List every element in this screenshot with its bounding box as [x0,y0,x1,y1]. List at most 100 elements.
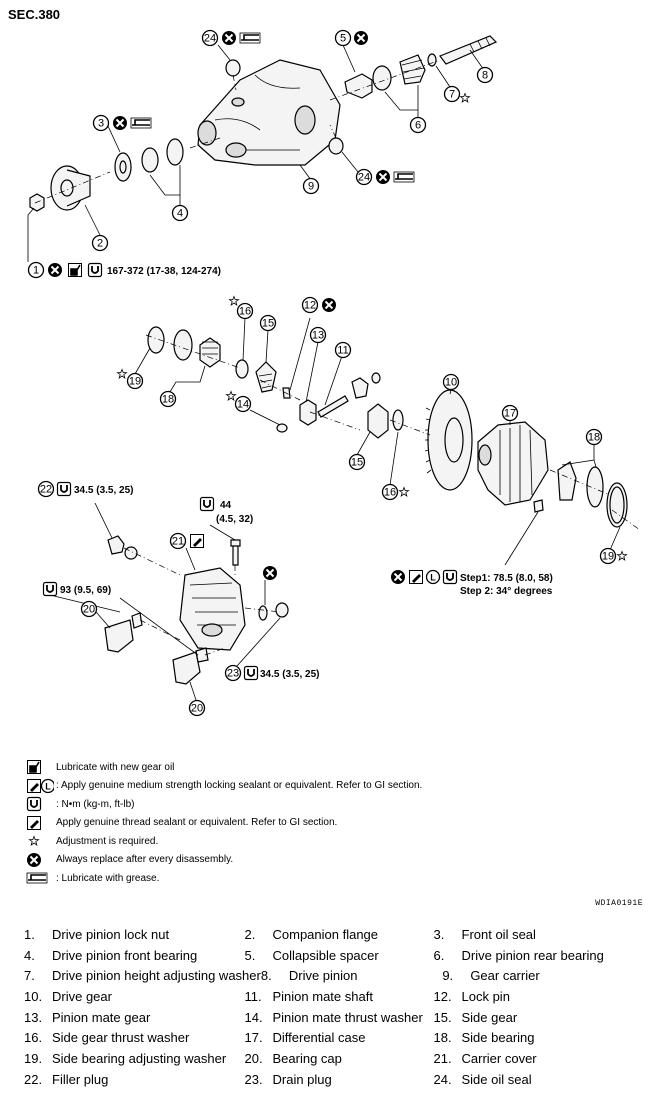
grease-icon [26,872,48,885]
torque-wrench-icon [243,665,259,681]
oil-can-icon [67,262,83,278]
parts-row: 7.Drive pinion height adjusting washer 8… [24,965,654,986]
callout-13: 13 [309,326,327,344]
part-item: 3.Front oil seal [433,926,536,942]
part-item: 7.Drive pinion height adjusting washer [24,968,261,984]
svg-text:15: 15 [262,318,274,330]
part-item: 12.Lock pin [433,988,510,1004]
svg-text:16: 16 [239,306,251,318]
replace-x-icon [221,30,237,46]
callout-16b: 16 [381,483,399,501]
replace-x-icon [47,262,63,278]
torque-21b: (4.5, 32) [216,514,253,525]
locking-sealant-icon [409,570,423,584]
svg-text:20: 20 [83,604,95,616]
callout-15b: 15 [348,453,366,471]
part-item: 10.Drive gear [24,988,112,1004]
exploded-diagram: L [27,29,641,717]
grease-icon [130,117,152,129]
svg-text:2: 2 [97,238,103,250]
figure-id: WDIA0191E [595,899,643,908]
svg-text:18: 18 [162,394,174,406]
torque-20: 93 (9.5, 69) [60,585,111,596]
legend-text: : Lubricate with grease. [56,872,160,884]
replace-x-icon [262,565,278,581]
legend-row: Always replace after every disassembly. [26,851,626,870]
part-item: 16.Side gear thrust washer [24,1030,190,1046]
parts-row: 1.Drive pinion lock nut 2.Companion flan… [24,924,654,945]
star-icon [229,296,239,306]
star-icon [29,836,39,846]
callout-22: 22 [37,480,55,498]
svg-text:22: 22 [40,484,52,496]
parts-row: 22.Filler plug 23.Drain plug 24.Side oil… [24,1069,654,1090]
svg-text:20: 20 [191,703,203,715]
legend-row: Apply genuine thread sealant or equivale… [26,814,626,833]
part-item: 15.Side gear [433,1009,518,1025]
star-icon [399,487,409,497]
part-item: 5.Collapsible spacer [244,947,379,963]
svg-text:4: 4 [177,208,183,220]
svg-text:24: 24 [358,172,370,184]
svg-text:23: 23 [227,668,239,680]
svg-text:24: 24 [204,33,216,45]
parts-row: 10.Drive gear 11.Pinion mate shaft 12.Lo… [24,986,654,1007]
part-item: 23.Drain plug [244,1071,332,1087]
grease-icon [393,171,415,183]
legend-row: Lubricate with new gear oil [26,758,626,777]
torque-22: 34.5 (3.5, 25) [74,485,133,496]
star-icon [226,391,236,401]
callout-8: 8 [476,66,494,84]
legend-text: Always replace after every disassembly. [56,854,234,866]
callout-6: 6 [409,116,427,134]
svg-text:3: 3 [98,118,104,130]
callout-20b: 20 [188,699,206,717]
part-item: 13.Pinion mate gear [24,1009,151,1025]
torque-21a: 44 [220,500,232,511]
callout-19b: 19 [599,547,617,565]
callout-5: 5 [334,29,352,47]
legend-text: Lubricate with new gear oil [56,761,175,773]
locking-sealant-l-icon [425,569,441,585]
carrier-cover [179,567,246,651]
svg-text:1: 1 [33,265,39,277]
torque-step2: Step 2: 34° degrees [460,586,553,597]
symbol-legend: Lubricate with new gear oil : Apply genu… [26,758,626,888]
part-item: 20.Bearing cap [244,1050,342,1066]
svg-text:6: 6 [415,120,421,132]
callout-14: 14 [234,395,252,413]
callout-1: 1 [27,261,45,279]
thread-sealant-icon [27,815,41,830]
replace-x-icon [26,851,42,868]
callout-24b: 24 [355,168,373,186]
svg-text:18: 18 [588,432,600,444]
svg-text:21: 21 [172,536,184,548]
svg-text:9: 9 [308,181,314,193]
part-item: 9.Gear carrier [442,968,540,984]
callout-21: 21 [169,532,187,550]
callout-18: 18 [159,390,177,408]
star-icon [617,551,627,561]
callout-23: 23 [224,664,242,682]
parts-row: 19.Side bearing adjusting washer 20.Bear… [24,1048,654,1069]
replace-x-icon [390,569,406,585]
svg-text:16: 16 [384,487,396,499]
part-item: 24.Side oil seal [433,1071,532,1087]
part-item: 17.Differential case [244,1030,366,1046]
replace-x-icon [375,169,391,185]
part-item: 19.Side bearing adjusting washer [24,1050,227,1066]
star-icon [117,369,127,379]
svg-text:14: 14 [237,399,249,411]
svg-text:13: 13 [312,330,324,342]
locking-sealant-icon [27,778,54,793]
part-item: 8.Drive pinion [260,968,358,984]
parts-row: 13.Pinion mate gear 14.Pinion mate thrus… [24,1007,654,1028]
parts-row: 16.Side gear thrust washer 17.Differenti… [24,1027,654,1048]
callout-20: 20 [80,600,98,618]
callout-15: 15 [259,314,277,332]
svg-text:12: 12 [304,300,316,312]
torque-wrench-icon [42,581,58,597]
part-item: 22.Filler plug [24,1071,109,1087]
torque-wrench-icon [199,496,215,512]
svg-text:19: 19 [129,376,141,388]
